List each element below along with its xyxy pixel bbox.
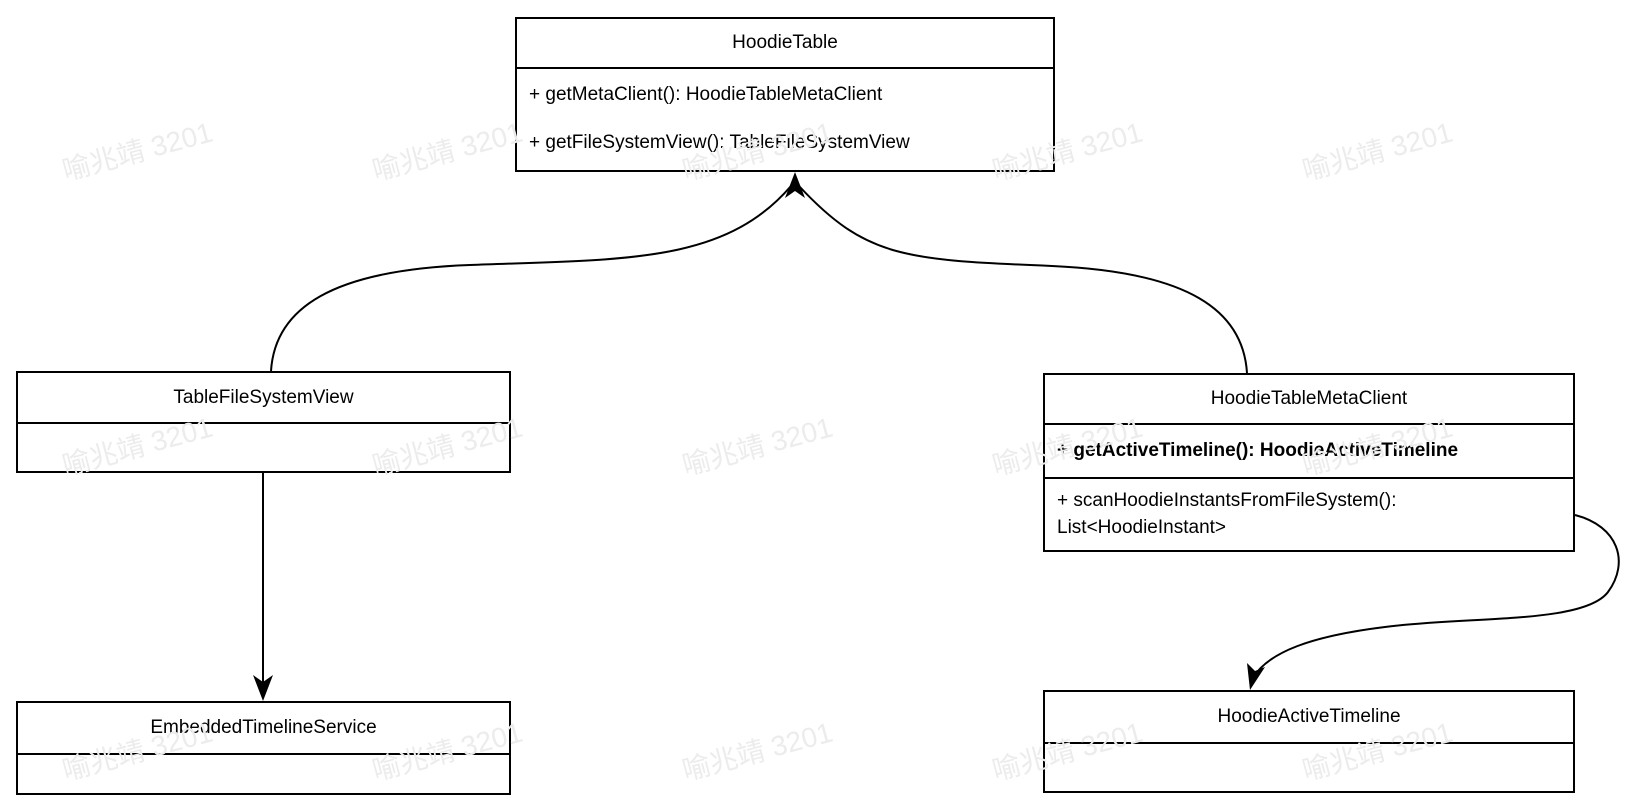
class-title-hoodie-table-meta-client: HoodieTableMetaClient [1210, 388, 1408, 409]
method-get-active-timeline: + getActiveTimeline(): HoodieActiveTimel… [1057, 440, 1459, 461]
arrow-curve[interactable] [798, 185, 1248, 374]
class-title-hoodie-active-timeline: HoodieActiveTimeline [1217, 706, 1401, 727]
class-title-embedded-timeline-service: EmbeddedTimelineService [150, 717, 377, 738]
compartment-divider [18, 422, 509, 424]
arrow-tablefilesystemview-to-hoodietable[interactable] [270, 185, 792, 372]
watermark-text: 喻兆靖 3201 [59, 116, 216, 187]
watermark-text: 喻兆靖 3201 [369, 116, 526, 187]
class-title-table-file-system-view: TableFileSystemView [173, 386, 354, 408]
class-box-table-file-system-view[interactable]: TableFileSystemView [16, 371, 511, 473]
watermark-text: 喻兆靖 3201 [679, 411, 836, 482]
class-box-hoodie-active-timeline[interactable]: HoodieActiveTimeline [1043, 690, 1575, 793]
method-scan-hoodie-instants: + scanHoodieInstantsFromFileSystem(): Li… [1057, 490, 1397, 538]
empty-compartment [1045, 744, 1573, 791]
compartment-divider [517, 67, 1053, 69]
compartment-divider [1045, 423, 1573, 425]
class-box-hoodie-table[interactable]: HoodieTable + getMetaClient(): HoodieTab… [515, 17, 1055, 172]
watermark-text: 喻兆靖 3201 [1299, 116, 1456, 187]
empty-compartment [18, 424, 509, 471]
method-get-file-system-view: + getFileSystemView(): TableFileSystemVi… [529, 132, 910, 153]
arrow-curve[interactable] [270, 185, 792, 372]
arrow-curve[interactable] [1252, 514, 1620, 679]
class-box-hoodie-table-meta-client[interactable]: HoodieTableMetaClient + getActiveTimelin… [1043, 373, 1575, 552]
arrow-hoodietablemetaclient-to-hoodietable[interactable] [785, 172, 1248, 374]
class-title-hoodie-table: HoodieTable [732, 32, 838, 53]
empty-compartment [18, 755, 509, 793]
arrowhead-up-icon [785, 172, 805, 198]
class-box-embedded-timeline-service[interactable]: EmbeddedTimelineService [16, 701, 511, 795]
compartment-divider [18, 753, 509, 755]
method-get-meta-client: + getMetaClient(): HoodieTableMetaClient [529, 84, 883, 105]
watermark-text: 喻兆靖 3201 [679, 716, 836, 787]
compartment-divider [1045, 477, 1573, 479]
methods-compartment-hoodie-table: + getMetaClient(): HoodieTableMetaClient… [517, 69, 1053, 155]
arrow-tablefilesystemview-to-embeddedtimelineservice[interactable] [253, 473, 273, 701]
compartment-divider [1045, 742, 1573, 744]
